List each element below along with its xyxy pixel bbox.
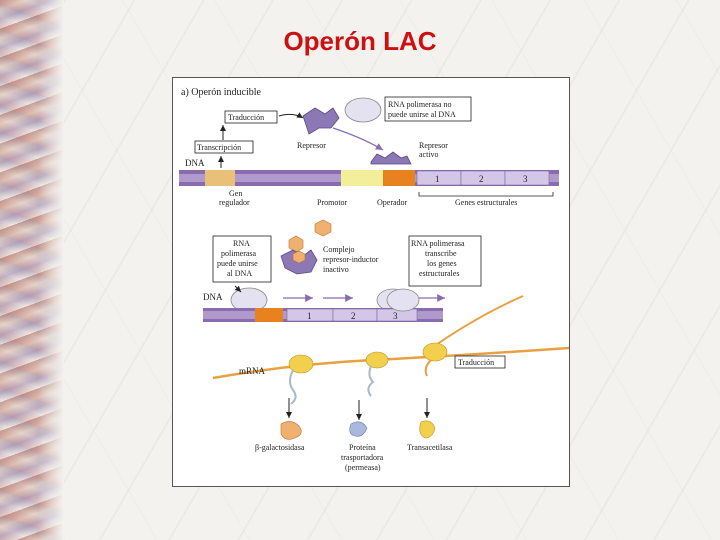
active-repressor-shape [370, 151, 412, 165]
mrna-label: mRNA [239, 366, 266, 376]
proteina-line3: (permeasa) [345, 463, 381, 472]
traduccion-box [224, 110, 278, 124]
gene-number-top-2: 2 [479, 174, 484, 184]
rna-pol-no-line1: RNA polimerasa no [388, 100, 452, 109]
gene-number-middle-2: 2 [351, 311, 356, 321]
gene-number-middle-3: 3 [393, 311, 398, 321]
inducer-bound [292, 250, 306, 264]
rna-pol-si-line1: RNA [233, 239, 250, 248]
rna-pol-no-box [384, 96, 472, 122]
operador-label: Operador [377, 198, 408, 207]
promoter-segment [341, 170, 383, 186]
rna-pol-si-line4: al DNA [227, 269, 252, 278]
complejo-line1: Complejo [323, 245, 355, 254]
repressor-arrow [278, 112, 304, 119]
promotor-label: Promotor [317, 198, 348, 207]
ribosome-2 [365, 351, 389, 369]
lac-operon-figure: a) Operón inducible Traducción Transcrip… [172, 77, 570, 487]
beta-galactosidasa-label: β-galactosidasa [255, 443, 305, 452]
dna-helix-decoration [0, 0, 64, 540]
nascent-peptide-2 [367, 365, 375, 397]
inducer-hexagon-1 [314, 219, 332, 237]
operator-segment [383, 170, 415, 186]
gene-number-top-1: 1 [435, 174, 440, 184]
proteina-line2: trasportadora [341, 453, 384, 462]
gen-line2: regulador [219, 198, 250, 207]
proteina-line1: Proteína [349, 443, 376, 452]
rna-pol-no-line2: puede unirse al DNA [388, 110, 456, 119]
transacetilasa-label: Transacetilasa [407, 443, 453, 452]
gen-line1: Gen [229, 189, 242, 198]
operon-diagram-svg: a) Operón inducible Traducción Transcrip… [179, 87, 569, 472]
permeasa-protein [349, 421, 368, 437]
rna-polymerase-top [344, 97, 382, 123]
transcripcion-label: Transcripción [197, 143, 241, 152]
transacetilasa-protein [419, 420, 436, 439]
structural-gene-3 [504, 170, 550, 186]
nascent-peptide-1 [289, 369, 297, 405]
transcribe-line2: transcribe [425, 249, 457, 258]
rna-pol-si-box [212, 235, 272, 283]
rna-pol-si-line2: polimerasa [221, 249, 257, 258]
transcripcion-box [194, 140, 254, 154]
complejo-line2: represor-inductor [323, 255, 379, 264]
gene-number-top-3: 3 [523, 174, 528, 184]
represor-activo-line2: activo [419, 150, 439, 159]
dna-label-middle: DNA [203, 292, 223, 302]
rna-polymerase-transcribing-2 [386, 288, 420, 312]
represor-label: Represor [297, 141, 326, 150]
structural-genes-bracket [418, 192, 554, 197]
traduccion-label-bottom: Traducción [458, 358, 494, 367]
gene-regulator-segment [205, 170, 235, 186]
transcribe-line3: los genes [427, 259, 457, 268]
nascent-peptide-3 [424, 359, 432, 377]
pol-bind-arrow [234, 285, 242, 293]
genes-estructurales-label: Genes estructurales [455, 198, 517, 207]
repressor-shape [302, 107, 340, 135]
operator-segment-middle [255, 308, 283, 322]
complejo-line3: inactivo [323, 265, 349, 274]
traduccion-label: Traducción [228, 113, 264, 122]
transcribe-box [408, 235, 482, 287]
ribosome-1 [288, 354, 314, 374]
transcribe-line4: estructurales [419, 269, 459, 278]
ribosome-3 [422, 342, 448, 362]
slide-title: Operón LAC [283, 26, 437, 56]
gene-number-middle-1: 1 [307, 311, 312, 321]
traduccion-box-bottom [454, 355, 506, 369]
beta-galactosidasa-protein [280, 421, 302, 440]
dna-label-top: DNA [185, 158, 205, 168]
panel-title: a) Operón inducible [181, 87, 262, 98]
mrna-strand [212, 346, 569, 380]
rna-pol-si-line3: puede unirse [217, 259, 258, 268]
inducer-hexagon-2 [288, 235, 304, 253]
repressor-to-operator-arrow [332, 127, 384, 151]
transcribe-line1: RNA polimerasa [411, 239, 465, 248]
represor-activo-line1: Represor [419, 141, 448, 150]
